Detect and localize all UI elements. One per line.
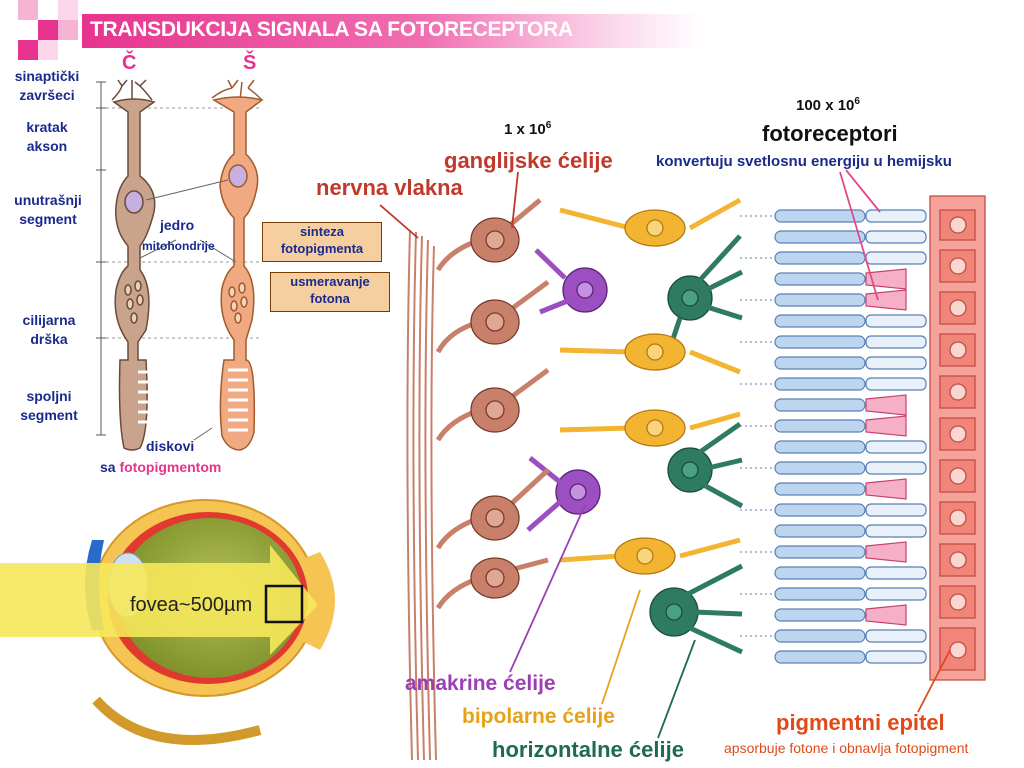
label-pigment-epithelium: pigmentni epitel (776, 710, 945, 735)
nerve-fibers (406, 229, 437, 761)
amacrine-cells (526, 248, 608, 532)
photoreceptor-layer (740, 209, 927, 664)
cone-cell (111, 79, 156, 451)
label-mitochondria: mitohondrije (142, 239, 215, 253)
photo-count: 100 x 106 (796, 96, 860, 114)
cone-heading: Č (122, 52, 137, 74)
label-bipolar: bipolarne ćelije (462, 705, 615, 728)
fovea-label: fovea~500µm (130, 594, 253, 616)
label-photoreceptors: fotoreceptori (762, 121, 898, 146)
title-bar (82, 14, 702, 48)
cell-pointers (139, 179, 237, 441)
photoreceptor-description: konvertuju svetlosnu energiju u hemijsku (656, 153, 952, 170)
ganglion-cells (435, 198, 550, 610)
label-horizontal: horizontalne ćelije (492, 737, 684, 762)
label-nerve-fibers: nervna vlakna (316, 175, 463, 200)
eye-illustration (0, 499, 335, 745)
label-discs-with: sa fotopigmentom (100, 459, 222, 475)
pigment-description: apsorbuje fotone i obnavlja fotopigment (724, 740, 969, 756)
page-title: TRANSDUKCIJA SIGNALA SA FOTORECEPTORA (90, 18, 573, 41)
bipolar-cells (559, 197, 742, 575)
label-pointers (379, 169, 951, 739)
label-ganglion: ganglijske ćelije (444, 148, 613, 173)
rod-cell (211, 79, 264, 451)
label-nucleus: jedro (160, 217, 195, 233)
label-discs: diskovi (146, 438, 195, 454)
pigment-epithelium (929, 195, 986, 681)
horizontal-cells (649, 234, 744, 655)
label-amacrine: amakrine ćelije (405, 672, 556, 695)
ganglion-count: 1 x 106 (504, 120, 552, 138)
corner-decoration (0, 0, 80, 60)
rod-heading: Š (243, 52, 257, 74)
